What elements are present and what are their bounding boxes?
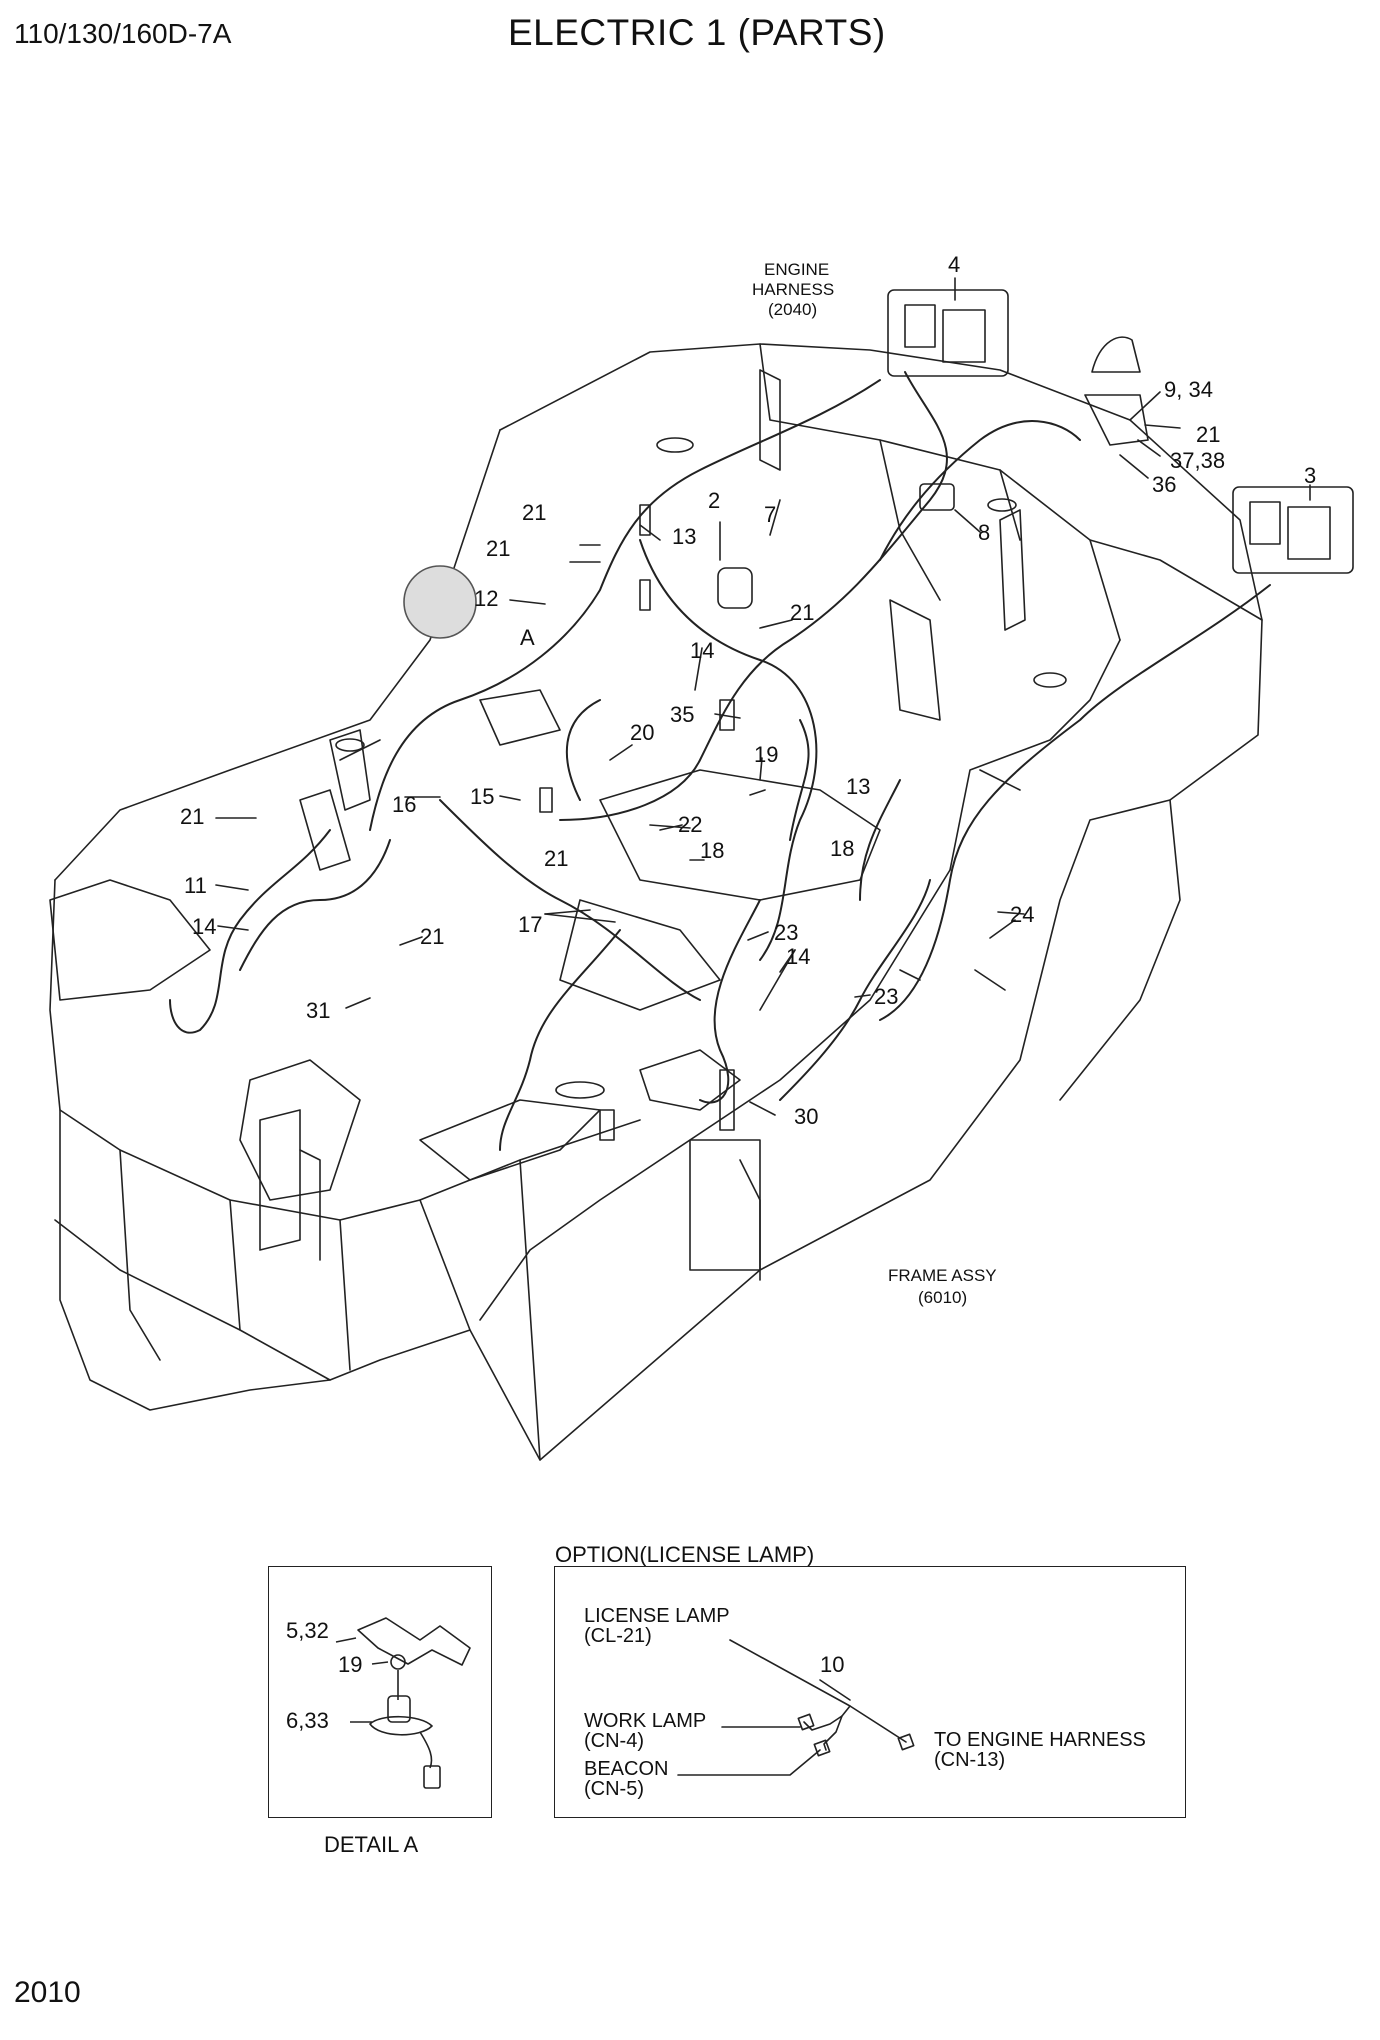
callout: 21 xyxy=(486,536,510,561)
callout: 14 xyxy=(192,914,216,939)
callout: 13 xyxy=(672,524,696,549)
callout: 21 xyxy=(544,846,568,871)
callout: 17 xyxy=(518,912,542,937)
option-box xyxy=(554,1566,1186,1818)
callout: 20 xyxy=(630,720,654,745)
callout: 21 xyxy=(522,500,546,525)
callout: 36 xyxy=(1152,472,1176,497)
license-lamp-label: LICENSE LAMP xyxy=(584,1605,730,1627)
callout: 16 xyxy=(392,792,416,817)
callout: 10 xyxy=(820,1652,844,1677)
option-labels: LICENSE LAMP (CL-21) 10 WORK LAMP (CN-4)… xyxy=(584,1605,1146,1800)
callout: 24 xyxy=(1010,902,1034,927)
callout: 21 xyxy=(790,600,814,625)
work-lamp-code: (CN-4) xyxy=(584,1730,644,1752)
callout: 18 xyxy=(700,838,724,863)
to-engine-harness-code: (CN-13) xyxy=(934,1749,1005,1771)
callout: 3 xyxy=(1304,463,1316,488)
detail-marker-a: A xyxy=(520,625,535,650)
main-callouts: ENGINE HARNESS (2040) FRAME ASSY (6010) … xyxy=(180,252,1316,1307)
detail-a-caption: DETAIL A xyxy=(324,1832,419,1857)
callout: 11 xyxy=(184,873,207,898)
frame-assy-line1: FRAME ASSY xyxy=(888,1266,997,1285)
callout: 19 xyxy=(338,1652,362,1677)
callout: 13 xyxy=(846,774,870,799)
engine-harness-line1: ENGINE xyxy=(764,260,829,279)
callout: 7 xyxy=(764,502,776,527)
page-number: 2010 xyxy=(14,1976,81,2009)
callout: 37,38 xyxy=(1170,448,1225,473)
callout: 31 xyxy=(306,998,330,1023)
callout: 23 xyxy=(774,920,798,945)
option-caption: OPTION(LICENSE LAMP) xyxy=(555,1542,815,1567)
callout: 21 xyxy=(420,924,444,949)
callout: 30 xyxy=(794,1104,818,1129)
model-number: 110/130/160D-7A xyxy=(14,18,232,49)
callout: 6,33 xyxy=(286,1708,329,1733)
frame-assy-line2: (6010) xyxy=(918,1288,967,1307)
callout: 5,32 xyxy=(286,1618,329,1643)
callout: 4 xyxy=(948,252,960,277)
callout: 22 xyxy=(678,812,702,837)
callout: 9, 34 xyxy=(1164,377,1213,402)
callout: 21 xyxy=(1196,422,1220,447)
callout: 14 xyxy=(690,638,714,663)
callout: 23 xyxy=(874,984,898,1009)
detail-a-callouts: 5,32 19 6,33 xyxy=(286,1618,362,1733)
callout: 15 xyxy=(470,784,494,809)
engine-harness-line2: HARNESS xyxy=(752,280,834,299)
callout: 14 xyxy=(786,944,810,969)
beacon-code: (CN-5) xyxy=(584,1778,644,1800)
license-lamp-code: (CL-21) xyxy=(584,1625,652,1647)
to-engine-harness-label: TO ENGINE HARNESS xyxy=(934,1729,1146,1751)
callout: 35 xyxy=(670,702,694,727)
detail-a-box xyxy=(268,1566,492,1818)
engine-harness-line3: (2040) xyxy=(768,300,817,319)
callout: 2 xyxy=(708,488,720,513)
callout: 8 xyxy=(978,520,990,545)
callout: 21 xyxy=(180,804,204,829)
callout: 12 xyxy=(474,586,498,611)
page-title: ELECTRIC 1 (PARTS) xyxy=(508,12,886,53)
counterweight-outline xyxy=(54,343,1263,1461)
callout: 19 xyxy=(754,742,778,767)
work-lamp-label: WORK LAMP xyxy=(584,1710,706,1732)
callout: 18 xyxy=(830,836,854,861)
beacon-label: BEACON xyxy=(584,1758,668,1780)
